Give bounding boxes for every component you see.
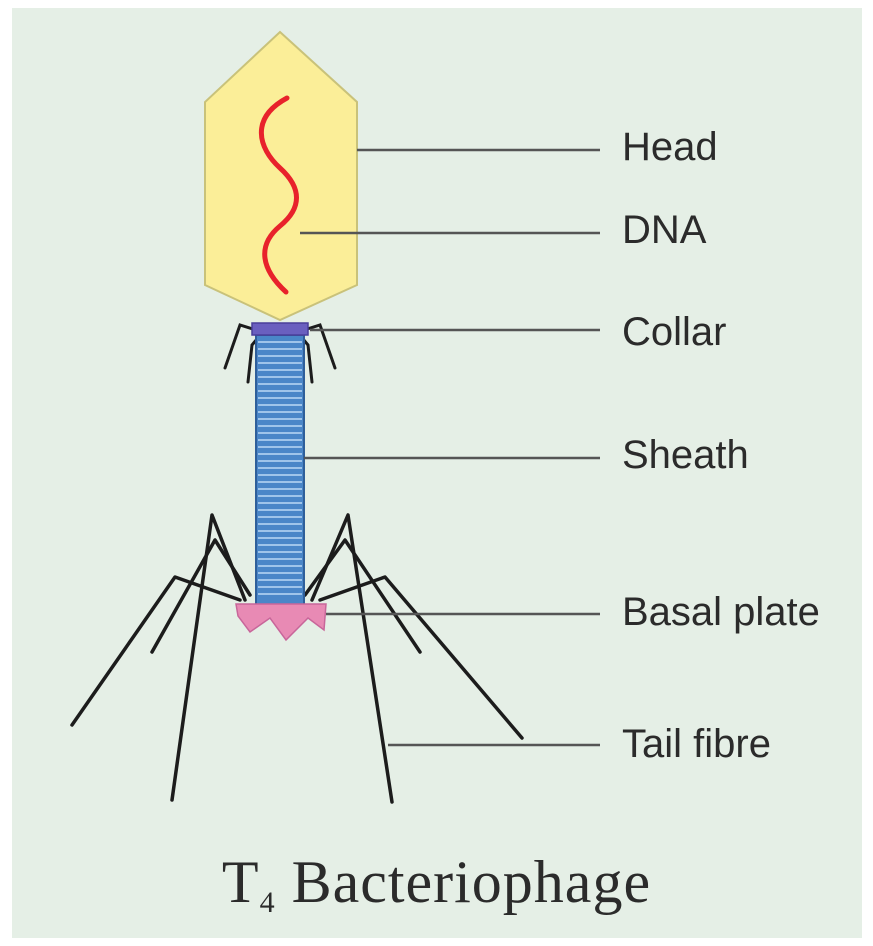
basal-plate bbox=[236, 604, 326, 640]
label-dna: DNA bbox=[622, 210, 706, 250]
label-tail-fibre: Tail fibre bbox=[622, 724, 771, 764]
title-subscript: 4 bbox=[260, 886, 276, 919]
label-sheath: Sheath bbox=[622, 435, 749, 475]
head-capsid bbox=[205, 32, 357, 320]
label-head: Head bbox=[622, 127, 718, 167]
label-basal-plate: Basal plate bbox=[622, 592, 820, 632]
diagram-title: T4 Bacteriophage bbox=[0, 848, 873, 920]
tail-fibre-right-outer bbox=[320, 577, 522, 738]
title-prefix: T bbox=[222, 849, 260, 915]
collar bbox=[252, 323, 308, 335]
tail-fibre-left-front bbox=[172, 515, 245, 800]
tail-fibre-left-outer bbox=[72, 577, 240, 725]
sheath bbox=[256, 335, 304, 605]
tail-fibre-right-front bbox=[312, 515, 392, 802]
title-name: Bacteriophage bbox=[292, 849, 652, 915]
label-collar: Collar bbox=[622, 312, 726, 352]
